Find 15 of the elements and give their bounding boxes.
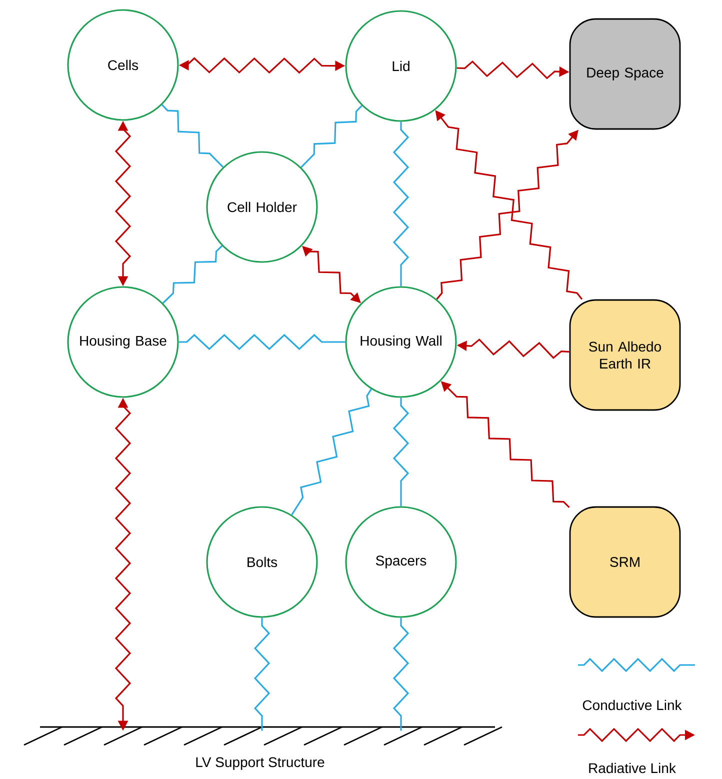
rounded-box: Deep Space <box>569 18 681 130</box>
legend-label: Conductive Link <box>582 700 682 710</box>
legend-label: Radiative Link <box>589 762 676 774</box>
zigzag-link <box>392 398 410 506</box>
zigzag-link <box>392 122 410 286</box>
zigzag-link <box>291 388 372 516</box>
zigzag-link <box>161 104 224 168</box>
zigzag-link <box>392 618 410 731</box>
rounded-box: SRM <box>569 506 681 618</box>
ground-structure: LV Support Structure <box>24 726 502 770</box>
zigzag-link <box>300 105 362 168</box>
zigzag-link <box>254 618 270 731</box>
zigzag-link <box>178 334 346 350</box>
rounded-box: Sun Albedo Earth IR <box>569 299 681 411</box>
zigzag-link <box>162 245 223 304</box>
